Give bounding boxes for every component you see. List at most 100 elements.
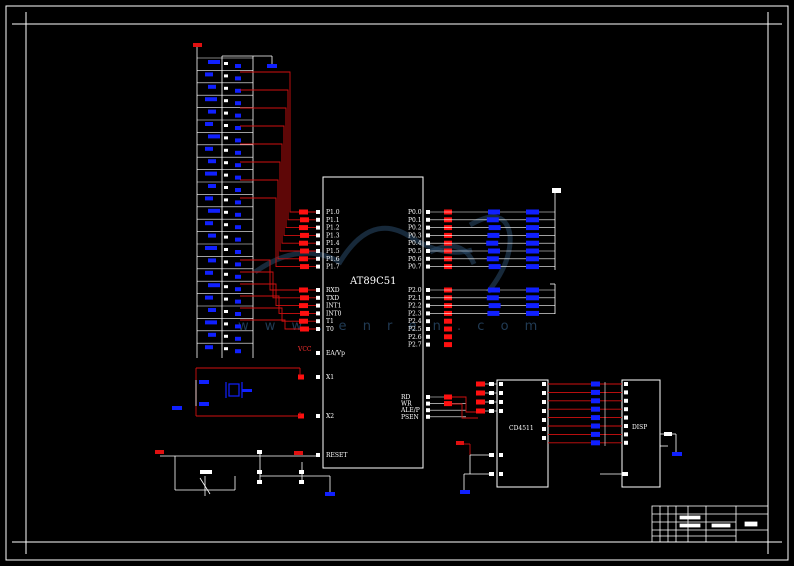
switch-contact — [235, 312, 241, 316]
mcu-pin-node — [426, 288, 430, 292]
ctrl-wire — [452, 403, 478, 419]
mcu-pin-marker — [300, 232, 309, 238]
mcu-left-pins: P1.0P1.1P1.2P1.3P1.4P1.5P1.6P1.7RXDTXDIN… — [298, 209, 347, 459]
display-pin — [624, 382, 628, 386]
switch-contact — [235, 188, 241, 192]
mcu-at89c51: AT89C51 — [322, 176, 424, 469]
display-pin — [624, 390, 628, 395]
display-disp: DISP — [621, 379, 661, 488]
ground-symbol — [460, 490, 470, 494]
switch-resistor — [208, 159, 216, 164]
switch-node — [224, 124, 228, 127]
mcu-pin-label: P0.2 — [408, 225, 422, 232]
switch-resistor — [208, 109, 216, 114]
display-pin — [624, 415, 628, 420]
mcu-pin-label: RESET — [326, 452, 347, 459]
mcu-pin-node — [426, 395, 430, 399]
switch-node — [224, 86, 228, 90]
pullup-resistor — [488, 303, 501, 309]
mcu-pin-node — [426, 408, 430, 413]
segment-resistor — [591, 431, 600, 437]
decoder-pin-node — [542, 382, 546, 386]
mcu-pin-label: P2.0 — [408, 287, 422, 294]
decoder-pin-node — [499, 453, 503, 457]
switch-resistor — [208, 184, 216, 188]
pullup-resistor — [526, 256, 539, 262]
mcu-pin-node — [316, 249, 320, 253]
display-common — [600, 433, 677, 475]
mcu-pin-node — [316, 351, 320, 355]
mcu-pin-label: T0 — [326, 326, 334, 333]
reset-node — [257, 450, 262, 454]
title-block — [651, 505, 769, 543]
switch-contact — [235, 287, 241, 292]
mcu-pin-node — [316, 311, 320, 316]
p1-wires — [240, 71, 318, 330]
switch-contact — [235, 274, 241, 279]
drawing-frame — [5, 5, 789, 561]
pullup-resistor — [486, 295, 499, 301]
mcu-pin-node — [316, 225, 320, 230]
decoder-pin-node — [542, 418, 546, 422]
switch-resistor — [205, 246, 217, 250]
decoder-pin-node — [499, 400, 503, 404]
switch-node — [224, 161, 228, 165]
switch-resistor — [208, 332, 216, 337]
switch-resistor — [205, 97, 217, 102]
mcu-pin-label: P0.1 — [408, 217, 422, 224]
switch-contact — [235, 324, 241, 329]
switch-resistor — [205, 171, 217, 176]
mcu-pin-label: P2.1 — [408, 295, 422, 302]
port3-wire — [240, 259, 318, 291]
p1-wire — [240, 179, 318, 260]
mcu-pin-node — [426, 249, 430, 253]
switch-contact — [235, 225, 241, 230]
mcu-pin-label: P2.3 — [408, 310, 422, 317]
switch-contact — [235, 126, 241, 130]
switch-contact — [235, 88, 241, 93]
mcu-pin-marker — [300, 326, 309, 332]
switch-contact — [235, 250, 241, 254]
segment-resistor — [591, 398, 600, 404]
ground-symbol — [172, 406, 182, 410]
mcu-pin-label: P2.6 — [408, 334, 422, 341]
switch-contact — [235, 336, 241, 341]
decoder-cd4511: CD4511 — [496, 379, 549, 488]
p0-bus — [550, 192, 556, 314]
mcu-pin-marker — [299, 287, 308, 293]
switch-node — [224, 310, 228, 313]
mcu-pin-node — [426, 241, 430, 246]
mcu-pin-node — [316, 327, 320, 331]
switch-resistor — [205, 72, 213, 77]
mcu-pin-label: P0.7 — [408, 264, 422, 271]
segment-resistor — [591, 406, 600, 412]
switch-contact — [235, 237, 241, 242]
reset-node — [257, 470, 262, 474]
switch-contact — [235, 200, 241, 205]
switch-node — [224, 74, 228, 78]
p1-wire — [240, 161, 318, 252]
mcu-pin-node — [316, 288, 320, 292]
mcu-pin-marker — [444, 342, 452, 348]
mcu-pin-label: P0.3 — [408, 232, 422, 239]
mcu-pin-node — [426, 334, 430, 339]
switch-resistor — [208, 84, 216, 89]
mcu-pin-node — [316, 319, 320, 324]
mcu-pin-label: X1 — [326, 374, 334, 381]
mcu-pin-label: ALE/P — [400, 407, 420, 414]
vcc-terminal-p0 — [552, 188, 561, 193]
port3-wire — [240, 271, 318, 299]
switch-rows — [197, 57, 253, 354]
switch-node — [224, 62, 228, 65]
switch-node — [224, 272, 228, 276]
switch-resistor — [205, 320, 217, 325]
reset-node — [299, 470, 304, 474]
mcu-pin-node — [316, 414, 320, 418]
watermark-logo: w w w . e n r e n . c o m — [238, 214, 537, 334]
switch-node — [224, 223, 228, 227]
switch-resistor — [205, 146, 213, 151]
display-pin — [624, 407, 628, 412]
pullup-resistor — [526, 217, 539, 223]
pullup-resistor — [488, 248, 500, 254]
port3-wire — [240, 295, 318, 314]
